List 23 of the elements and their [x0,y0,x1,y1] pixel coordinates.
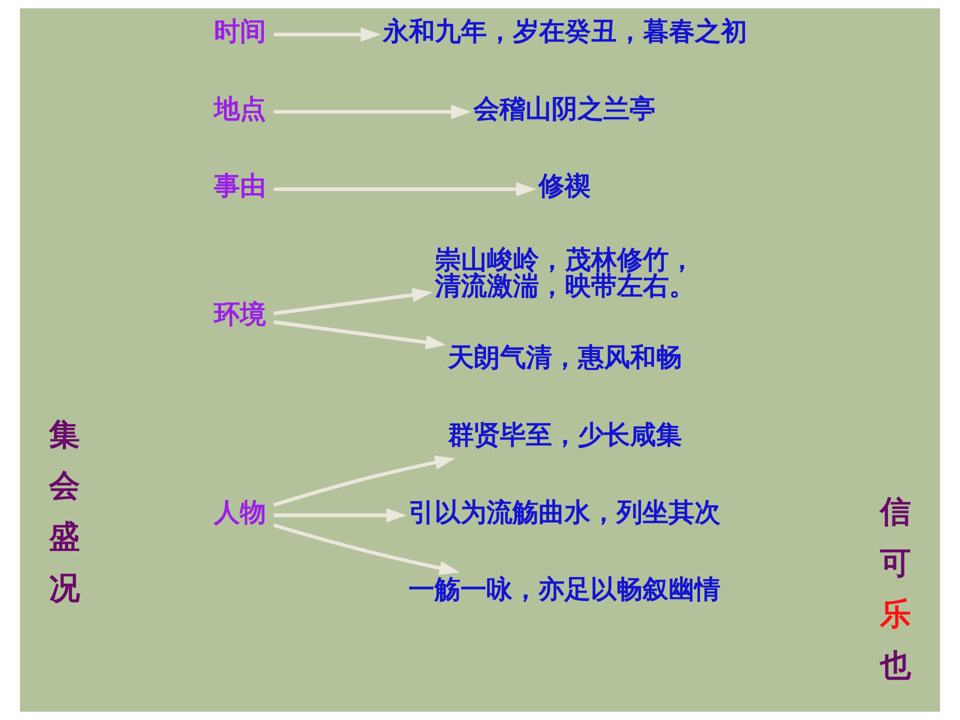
arrow [273,456,456,507]
node-text: 地点 [214,94,266,124]
arrow [273,288,433,316]
node-text: 会稽山阴之兰亭 [473,94,656,124]
node-text: 崇山峻岭，茂林修竹，清流激湍，映带左右。 [434,245,695,302]
arrow [273,320,446,350]
node-text: 环境 [214,300,266,330]
node-text: 时间 [214,16,266,47]
node-text: 永和九年，岁在癸丑，暮春之初 [383,16,747,47]
arrow [274,27,381,42]
arrow [273,523,460,576]
arrow [274,508,407,522]
node-text: 引以为流觞曲水，列坐其次 [408,498,721,528]
node-text: 事由 [214,172,266,202]
node-text: 天朗气清，惠风和畅 [448,343,682,374]
node-text: 人物 [214,498,266,528]
node-text: 修禊 [538,172,590,202]
label: 集会盛况 [49,416,80,606]
arrow [274,182,536,196]
label: 信可乐也 [880,494,911,684]
node-text: 一觞一咏，亦足以畅叙幽情 [408,575,721,606]
node-text: 群贤毕至，少长咸集 [448,420,682,450]
arrow [274,104,472,119]
